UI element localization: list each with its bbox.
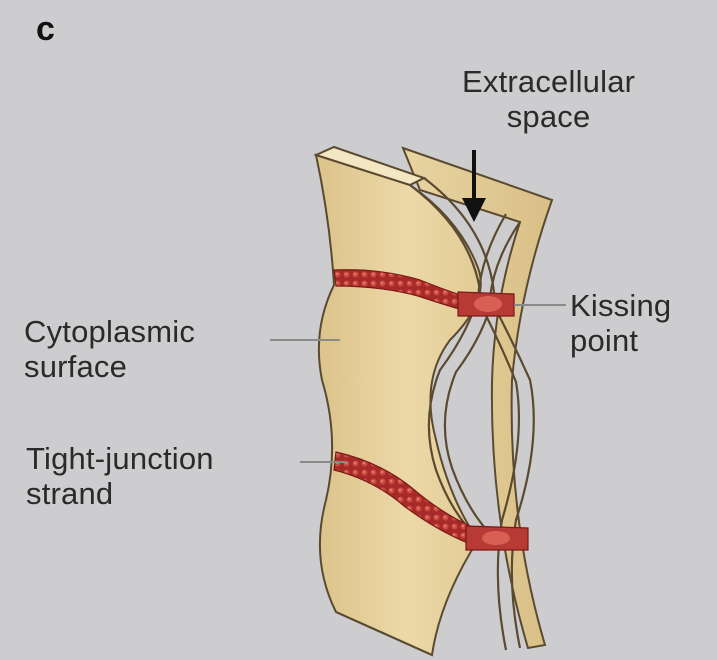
extracellular-space-label: Extracellular space [462, 64, 635, 134]
cytoplasmic-label-line1: Cytoplasmic [24, 314, 195, 349]
kissing-label-line1: Kissing [570, 288, 671, 323]
kissing-label-line2: point [570, 323, 671, 358]
cytoplasmic-label-line2: surface [24, 349, 195, 384]
extracellular-label-line2: space [462, 99, 635, 134]
lower-kissing-highlight [482, 531, 510, 545]
upper-kissing-highlight [474, 296, 502, 312]
tight-junction-strand-label: Tight-junction strand [26, 441, 214, 511]
cytoplasmic-surface-label: Cytoplasmic surface [24, 314, 195, 384]
tight-label-line2: strand [26, 476, 214, 511]
extracellular-label-line1: Extracellular [462, 64, 635, 99]
kissing-point-label: Kissing point [570, 288, 671, 358]
tight-label-line1: Tight-junction [26, 441, 214, 476]
